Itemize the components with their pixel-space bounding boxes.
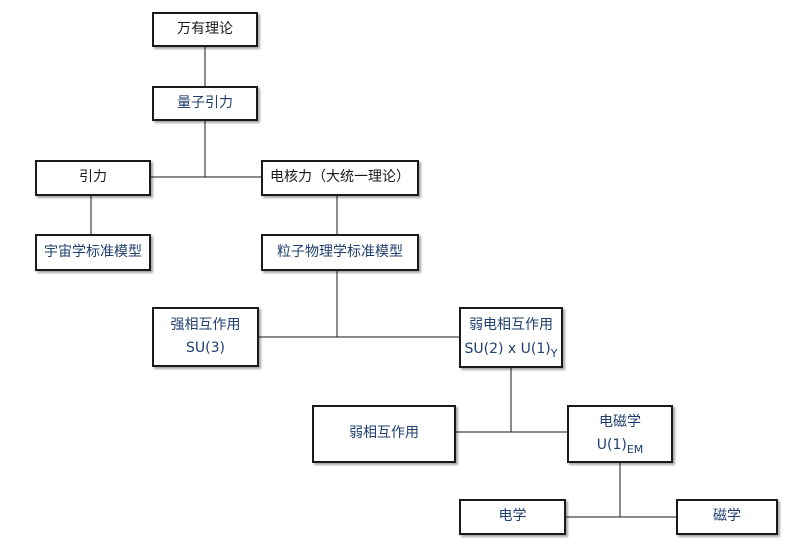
node-label: 磁学: [713, 508, 741, 525]
node-gravity: 引力: [35, 160, 151, 196]
node-theory-of-everything: 万有理论: [152, 12, 258, 47]
node-particle-standard-model: 粒子物理学标准模型: [261, 234, 419, 271]
node-quantum-gravity: 量子引力: [152, 86, 258, 121]
node-electricity: 电学: [459, 499, 566, 535]
node-label: 电核力（大统一理论）: [270, 169, 410, 186]
node-magnetism: 磁学: [676, 499, 778, 535]
node-label: 电磁学: [599, 413, 641, 430]
node-label: 宇宙学标准模型: [44, 243, 142, 260]
node-weak-interaction: 弱相互作用: [312, 405, 456, 463]
node-electromagnetism: 电磁学 U(1)EM: [567, 405, 673, 463]
node-label: 引力: [79, 169, 107, 186]
node-label: 粒子物理学标准模型: [277, 243, 403, 260]
node-symmetry-group: SU(3): [186, 340, 225, 356]
node-electroweak-interaction: 弱电相互作用 SU(2) x U(1)Y: [459, 307, 563, 368]
node-electronuclear: 电核力（大统一理论）: [261, 160, 419, 196]
node-label: 量子引力: [177, 94, 233, 111]
node-symmetry-group: U(1)EM: [596, 437, 644, 456]
node-label: 万有理论: [177, 20, 233, 37]
node-label: 强相互作用: [170, 316, 241, 333]
node-label: 弱电相互作用: [469, 317, 553, 334]
node-label: 弱相互作用: [349, 425, 419, 442]
node-cosmology-standard-model: 宇宙学标准模型: [35, 234, 151, 271]
node-strong-interaction: 强相互作用 SU(3): [152, 307, 259, 367]
node-symmetry-group: SU(2) x U(1)Y: [464, 340, 558, 360]
node-label: 电学: [498, 508, 527, 525]
